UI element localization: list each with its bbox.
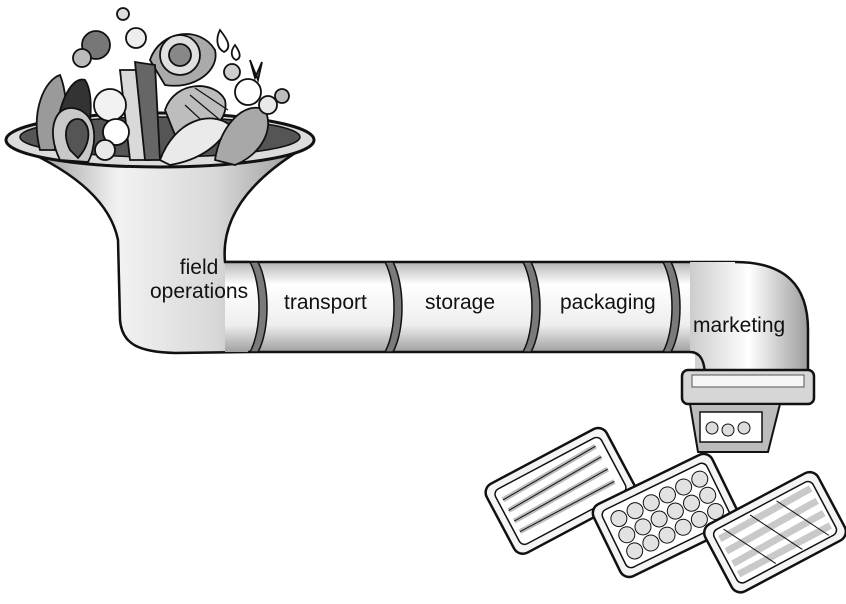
packaged-tray-icon [484,426,846,594]
pipe-coupling [248,261,681,353]
pipe [225,260,810,379]
stage-label-field-operations: field operations [150,256,248,304]
stage-label-field-line1: field [179,256,219,279]
stage-label-transport: transport [284,291,367,314]
stage-label-marketing: marketing [693,314,786,337]
stage-label-packaging: packaging [560,291,656,314]
pipe-outlet [680,368,816,453]
produce-pile-icon [35,7,290,166]
stage-label-field-line2: operations [150,280,249,303]
stage-label-storage: storage [425,291,496,314]
